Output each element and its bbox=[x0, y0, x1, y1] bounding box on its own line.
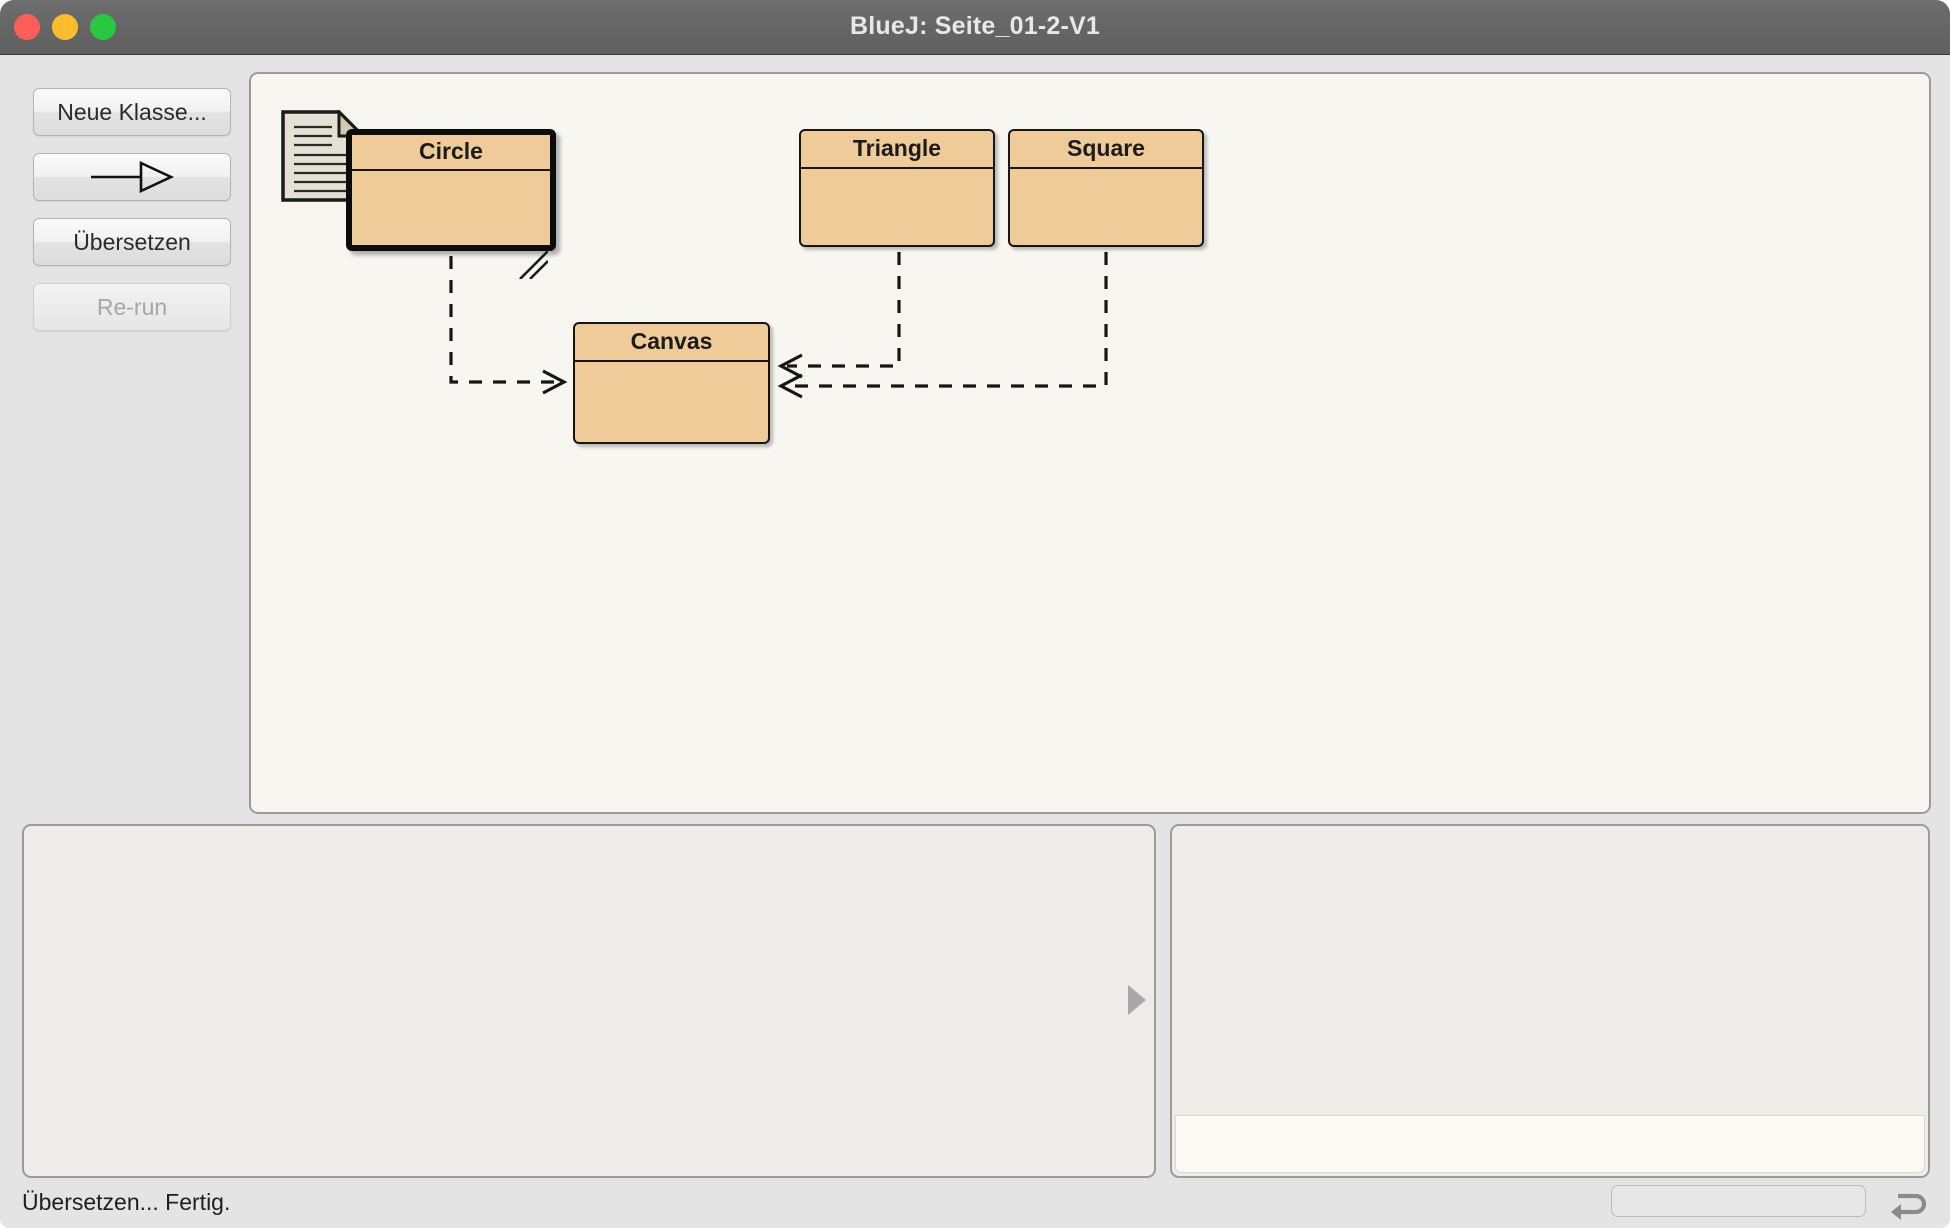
new-class-button[interactable]: Neue Klasse... bbox=[33, 88, 231, 136]
codepad-panel[interactable] bbox=[1170, 824, 1930, 1178]
class-name-triangle: Triangle bbox=[801, 131, 993, 169]
class-body-triangle bbox=[801, 169, 993, 283]
new-inheritance-arrow-button[interactable] bbox=[33, 153, 231, 201]
object-bench[interactable] bbox=[22, 824, 1156, 1178]
inheritance-arrow-icon bbox=[34, 154, 230, 200]
minimize-window-button[interactable] bbox=[52, 14, 78, 40]
maximize-window-button[interactable] bbox=[90, 14, 116, 40]
class-diagram-panel[interactable]: Circle Triangle Square bbox=[249, 72, 1931, 814]
class-name-circle: Circle bbox=[352, 135, 550, 171]
codepad-input[interactable] bbox=[1175, 1115, 1925, 1173]
class-body-square bbox=[1010, 169, 1202, 283]
class-diagram-canvas[interactable]: Circle Triangle Square bbox=[251, 74, 1929, 812]
window-title: BlueJ: Seite_01-2-V1 bbox=[850, 12, 1100, 40]
class-box-square[interactable]: Square bbox=[1008, 129, 1204, 247]
close-window-button[interactable] bbox=[14, 14, 40, 40]
class-name-canvas: Canvas bbox=[575, 324, 768, 362]
class-box-circle[interactable]: Circle bbox=[346, 129, 556, 279]
title-bar: BlueJ: Seite_01-2-V1 bbox=[0, 0, 1950, 55]
left-toolbar: Neue Klasse... Übersetzen Re-run bbox=[0, 55, 245, 848]
loop-arrow-icon[interactable] bbox=[1885, 1182, 1929, 1226]
class-body-circle bbox=[352, 171, 550, 281]
class-box-triangle[interactable]: Triangle bbox=[799, 129, 995, 247]
class-box-canvas[interactable]: Canvas bbox=[573, 322, 770, 444]
class-body-canvas bbox=[575, 362, 768, 480]
status-message: Übersetzen... Fertig. bbox=[22, 1189, 231, 1215]
resize-handle-icon[interactable] bbox=[514, 245, 548, 279]
compile-button[interactable]: Übersetzen bbox=[33, 218, 231, 266]
progress-bar bbox=[1611, 1185, 1866, 1217]
triangle-right-icon[interactable] bbox=[1128, 985, 1146, 1015]
rerun-button: Re-run bbox=[33, 283, 231, 331]
class-name-square: Square bbox=[1010, 131, 1202, 169]
